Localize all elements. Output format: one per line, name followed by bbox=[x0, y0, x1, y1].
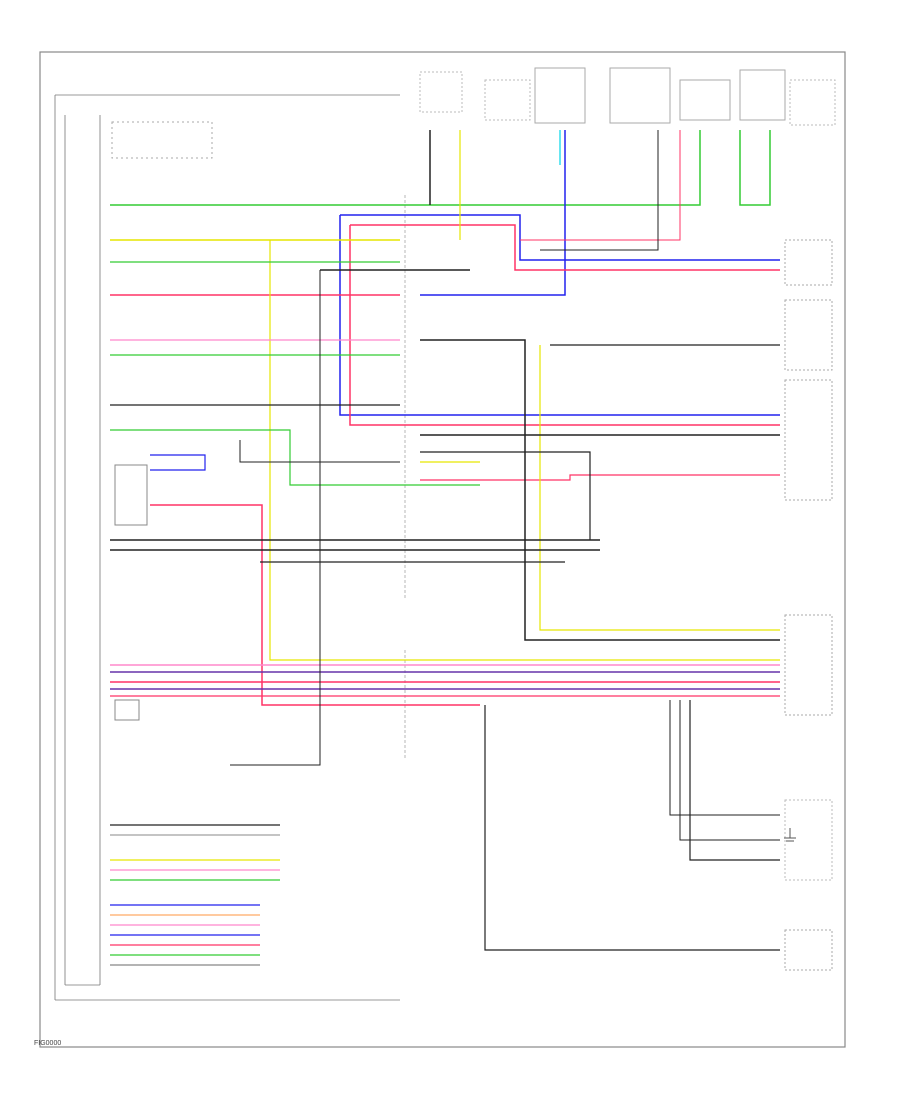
figure-code: FIG0000 bbox=[34, 1040, 62, 1047]
ground-icon bbox=[784, 828, 796, 842]
left-module bbox=[54, 94, 400, 1001]
right-components bbox=[784, 239, 833, 971]
top-components bbox=[419, 67, 836, 126]
fuse-icon bbox=[111, 121, 213, 159]
connector-block bbox=[114, 464, 148, 526]
diagram-frame bbox=[39, 51, 846, 1048]
wires bbox=[110, 130, 780, 966]
connector-block-2 bbox=[114, 699, 140, 721]
